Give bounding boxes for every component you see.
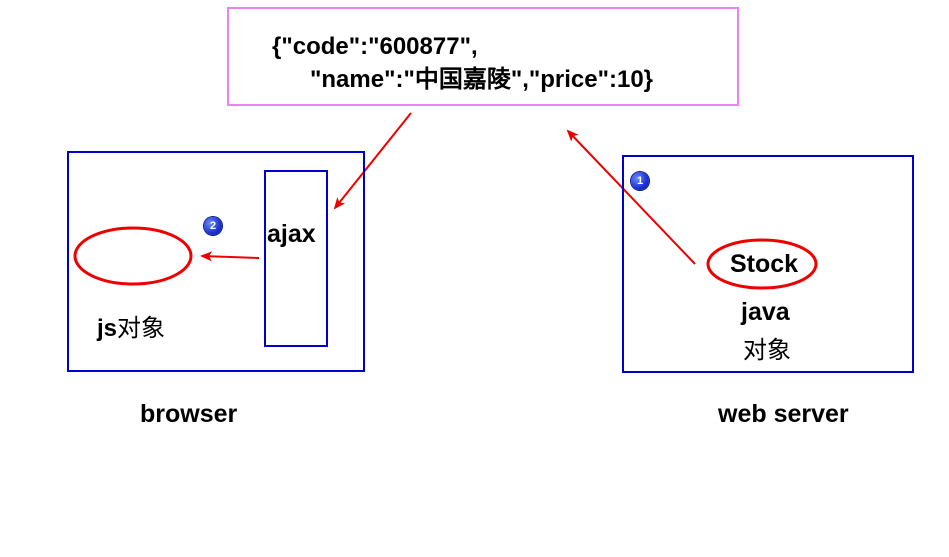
- stock-ellipse: [706, 238, 818, 290]
- java-object-label: 对象: [743, 337, 791, 364]
- web-server-caption: web server: [718, 400, 849, 428]
- js-object-label: js对象: [97, 308, 165, 343]
- ajax-label: ajax: [267, 220, 316, 248]
- json-response-box: [227, 7, 739, 106]
- step-1-badge: 1: [631, 172, 649, 190]
- step-2-badge: 2: [204, 217, 222, 235]
- ajax-box: [264, 170, 328, 347]
- stock-label: Stock: [730, 250, 799, 278]
- arrow-ajax-to-js: [200, 251, 260, 262]
- browser-caption: browser: [140, 400, 238, 428]
- js-label-bold: js: [97, 315, 118, 342]
- json-line-2: "name":"中国嘉陵","price":10}: [310, 66, 654, 93]
- browser-box: [67, 151, 365, 372]
- json-line-1: {"code":"600877",: [272, 33, 478, 60]
- java-label: java: [741, 298, 790, 326]
- arrow-json-to-ajax: [333, 112, 412, 210]
- js-object-ellipse: [73, 226, 193, 286]
- arrow-stock-to-json: [566, 129, 696, 265]
- js-label-rest: 对象: [117, 315, 166, 342]
- web-server-box: [622, 155, 914, 373]
